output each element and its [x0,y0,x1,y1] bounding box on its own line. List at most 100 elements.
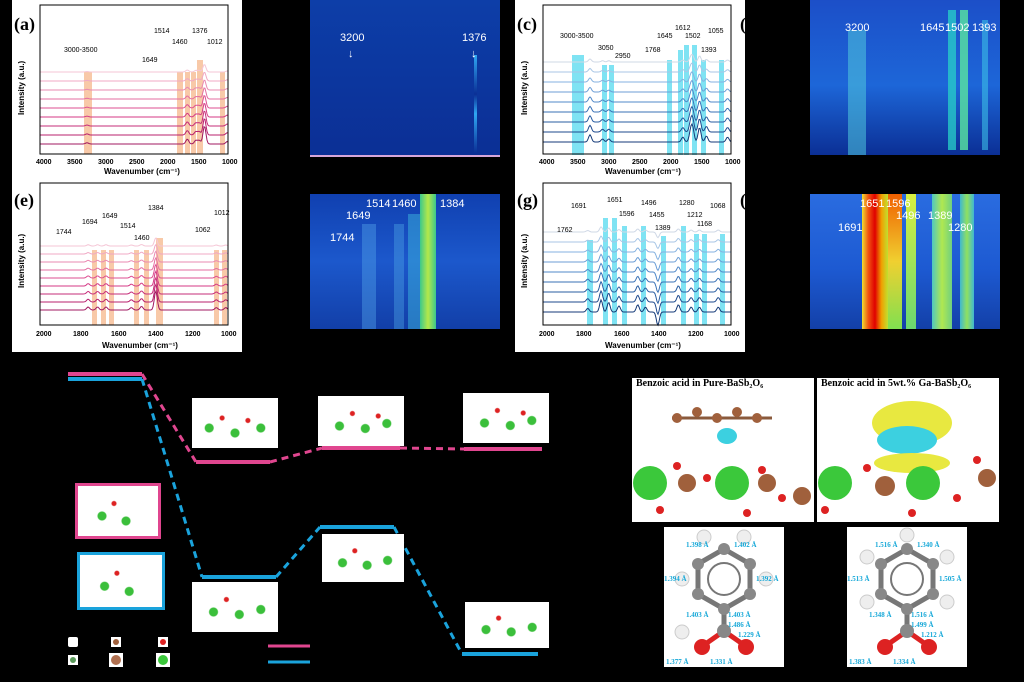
peak-h-4: 1389 [928,210,953,222]
o-atom [694,639,710,655]
o-atom [778,494,786,502]
band-g-1280 [681,226,686,325]
tick-a-4: 2000 [160,159,176,166]
c-atom [901,543,913,555]
peak-a-2: 1514 [154,28,170,35]
spectrum-line [40,110,229,127]
peak-a-5: 1012 [207,39,223,46]
panel-a-chart: Intensity (a.u.) Wavenumber (cm⁻¹) 4000 … [17,4,238,176]
hm-f-band-1384 [420,194,436,329]
tick-c-3: 2500 [632,159,648,166]
atom-legend-sb-icon [156,653,170,667]
tick-e-3: 1400 [148,331,164,338]
tick-g-1: 1800 [576,331,592,338]
c-atom [744,588,756,600]
dft-left-structure [633,407,811,517]
peak-g-0: 1762 [557,227,573,234]
sb-atom [715,466,749,500]
spectrum-line [40,269,229,287]
spectrum-line [543,253,731,272]
peak-g-6: 1389 [655,225,671,232]
band-e-1384 [156,238,163,325]
peak-h-5: 1280 [948,222,973,234]
bond-left-7: 1.229 Å [738,631,761,639]
panel-c-axes [542,4,732,155]
c-atom [718,603,730,615]
peak-e-5: 1384 [148,205,164,212]
dft-left-title: Benzoic acid in Pure-BaSb₂O₆ [636,378,764,389]
tick-g-2: 1600 [614,331,630,338]
panel-e-label: (e) [14,190,34,210]
charge-density-yellow [874,453,950,473]
atom-legend-o-icon [158,637,168,647]
peak-g-4: 1496 [641,200,657,207]
panel-e-ylabel: Intensity (a.u.) [17,233,26,288]
spectrum-line [543,280,731,305]
benzoic-acid-left [674,529,774,655]
peak-c-2: 2950 [615,53,631,60]
ring-center [890,562,924,596]
peak-e-1: 1694 [82,219,98,226]
spectrum-line [543,271,731,294]
panel-c-xlabel: Wavenumber (cm⁻¹) [605,167,681,176]
sb-atom [906,466,940,500]
peak-c-6: 1502 [685,33,701,40]
peak-h-3: 1496 [896,210,921,222]
band-g-1496 [641,226,646,325]
panel-c-bands [572,45,724,155]
panel-f-label: (f) [244,190,262,210]
peak-d-3: 1393 [972,22,997,34]
atom-legend-h-icon [68,637,78,647]
arrow-b-1: ↓ [471,48,477,60]
o-atom [656,506,664,514]
o-atom [863,464,871,472]
spectrum-line [543,114,732,133]
peak-e-6: 1062 [195,227,211,234]
h-atom [696,529,712,545]
benzoic-molecule-left [672,407,772,444]
panel-e-spectra [40,237,229,311]
peak-e-3: 1514 [120,223,136,230]
band-e-1744 [92,250,97,325]
peak-b-1: 1376 [462,32,487,44]
c-atom [927,558,939,570]
bond-left-3: 1.392 Å [756,575,779,583]
energy-diagram [68,372,542,664]
spectrum-line [543,79,732,93]
panel-g-xlabel: Wavenumber (cm⁻¹) [605,341,681,350]
panel-c-peaklabels: 3000-3500 3050 2950 1768 1645 1612 1502 … [560,25,724,60]
spectrum-line [40,256,229,271]
path-blue-3 [392,526,464,655]
hm-h-band-1389 [932,194,952,329]
band-g-1068 [720,234,725,325]
spectrum-line [543,122,732,143]
o-atom [921,639,937,655]
band-e-1694 [101,250,106,325]
spectrum-line [40,250,229,263]
tick-a-2: 3000 [98,159,114,166]
peak-d-2: 1502 [945,22,970,34]
spectrum-line [40,79,229,91]
c-atom [875,588,887,600]
peak-c-4: 1645 [657,33,673,40]
spectrum-line [543,71,732,83]
bond-right-4: 1.348 Å [869,611,892,619]
panel-b-heatmap: 3200 ↓ 1376 ↓ [310,0,500,157]
panel-g-ylabel: Intensity (a.u.) [520,233,529,288]
band-c-3250 [572,55,584,155]
panel-c-ticks: 4000 3500 3000 2500 2000 1500 1000 [539,159,741,166]
bond-left-0: 1.398 Å [686,541,709,549]
hm-h-band-1280 [960,194,974,329]
tick-a-5: 1500 [191,159,207,166]
spectrum-line [543,226,731,239]
c-atom [900,624,914,638]
band-c-1768 [667,60,672,155]
panel-e-ticks: 2000 1800 1600 1400 1200 1000 [36,331,237,338]
carbon-atom [712,413,722,423]
panel-d-heatmap: 3200 1645 1502 1393 [810,0,1000,155]
hm-d-band-3200 [848,30,866,155]
tick-c-0: 4000 [539,159,555,166]
band-1460 [191,72,196,154]
panel-c-chart: Intensity (a.u.) Wavenumber (cm⁻¹) 4000 … [520,4,741,176]
bond-right-5: 1.516 Å [911,611,934,619]
